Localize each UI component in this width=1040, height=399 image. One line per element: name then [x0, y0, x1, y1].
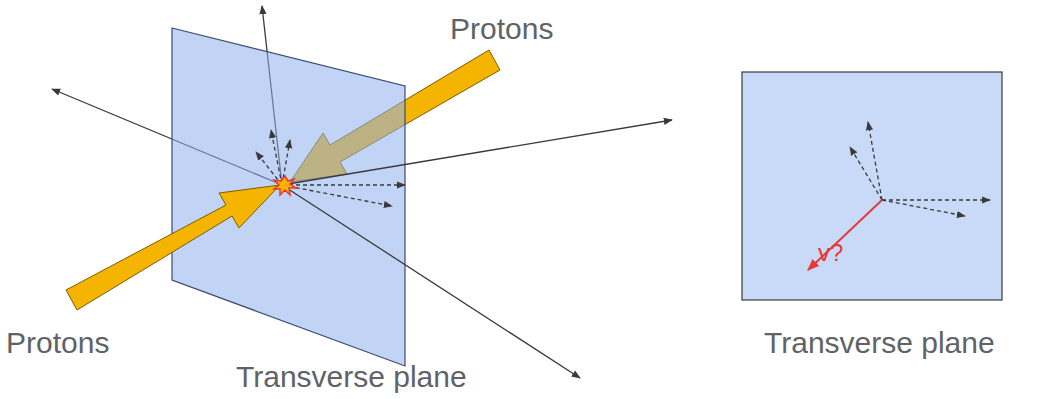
plane-label: Transverse plane — [236, 360, 467, 393]
dashed-track — [850, 147, 882, 200]
particle-track — [282, 185, 580, 378]
dashed-track — [271, 130, 282, 185]
dashed-track — [868, 122, 882, 200]
dashed-track — [882, 200, 965, 216]
transverse-plane — [172, 28, 405, 366]
missing-momentum-arrow — [808, 200, 882, 270]
beam-label: Protons — [450, 12, 553, 45]
particle-track — [282, 120, 672, 185]
dashed-track — [282, 184, 405, 185]
plane-label: Transverse plane — [764, 326, 995, 359]
dashed-track — [882, 199, 990, 200]
neutrino-label: v? — [818, 240, 843, 266]
transverse-square — [742, 72, 1002, 300]
beam-label: Protons — [6, 326, 109, 359]
proton-beam — [66, 185, 280, 310]
collision-burst — [274, 176, 296, 195]
dashed-track — [282, 185, 392, 206]
